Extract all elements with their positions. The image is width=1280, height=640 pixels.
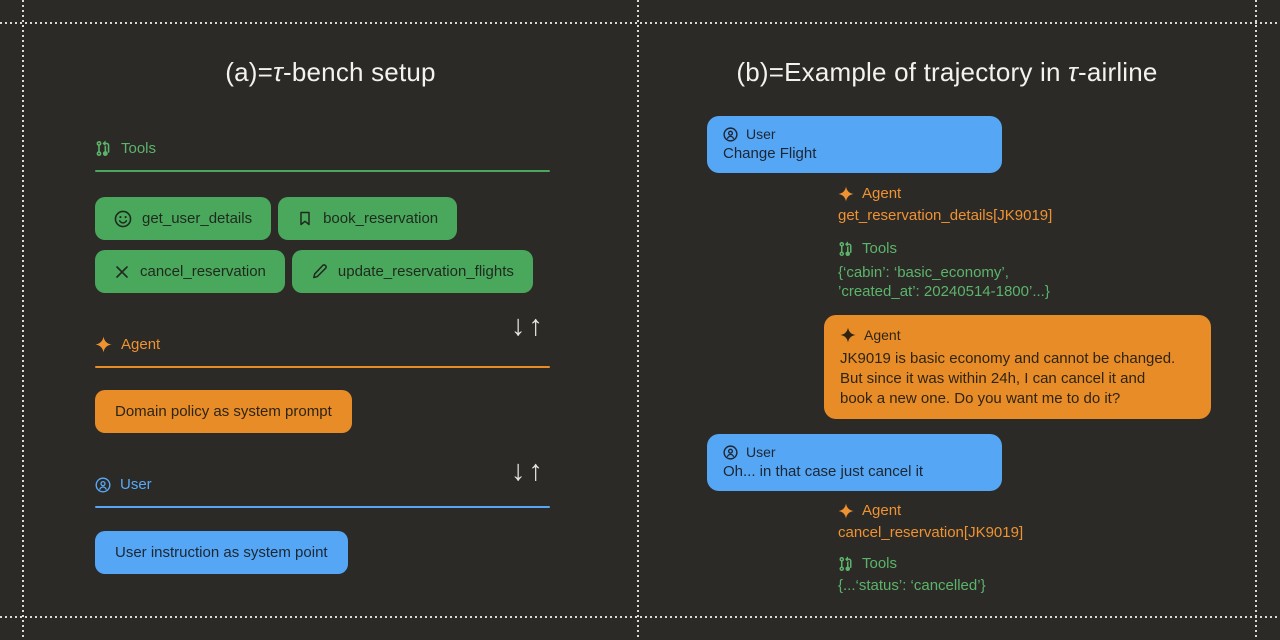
step-header: Agent bbox=[838, 185, 1052, 202]
sparkle-icon bbox=[838, 186, 854, 202]
x-icon bbox=[114, 264, 130, 280]
agent-section-label: Agent bbox=[121, 336, 161, 353]
user-icon bbox=[95, 476, 111, 493]
step-role-label: Agent bbox=[862, 502, 902, 519]
bubble-text-line: book a new one. Do you want me to do it? bbox=[840, 390, 1121, 407]
tool-button-cancel-reservation: cancel_reservation bbox=[95, 250, 285, 293]
bubble-role-label: Agent bbox=[864, 327, 901, 343]
tools-section-label: Tools bbox=[121, 140, 157, 157]
bubble-text-line: But since it was within 24h, I can cance… bbox=[840, 370, 1146, 387]
step-header: Tools bbox=[838, 555, 986, 572]
grid-line-vertical-right bbox=[1255, 0, 1257, 640]
step-header: Tools bbox=[838, 240, 1050, 257]
panel-a-title-suffix: -bench setup bbox=[282, 57, 436, 87]
tools-result-line: ’created_at’: 20240514-1800’...} bbox=[838, 283, 1050, 300]
user-icon bbox=[723, 126, 738, 142]
agent-call-code: cancel_reservation[JK9019] bbox=[838, 524, 1024, 541]
bubble-role-label: User bbox=[746, 126, 776, 142]
bubble-role-label: User bbox=[746, 444, 776, 460]
user-instruction-card: User instruction as system point bbox=[95, 531, 348, 574]
smiley-icon bbox=[114, 210, 132, 228]
tools-icon bbox=[838, 556, 854, 572]
panel-a-title-tau: τ bbox=[273, 57, 283, 87]
bubble-text: Oh... in that case just cancel it bbox=[723, 463, 924, 480]
grid-line-horizontal-bottom bbox=[0, 616, 1280, 618]
user-section-divider bbox=[95, 506, 550, 508]
bubble-header: User bbox=[723, 444, 986, 460]
bubble-text-line: JK9019 is basic economy and cannot be ch… bbox=[840, 350, 1176, 367]
tool-button-get-user-details: get_user_details bbox=[95, 197, 272, 240]
pencil-icon bbox=[311, 263, 328, 280]
user-message-bubble: User Oh... in that case just cancel it bbox=[707, 434, 1002, 491]
agent-call-step: Agent cancel_reservation[JK9019] bbox=[838, 502, 1023, 541]
user-icon bbox=[723, 444, 738, 460]
tools-result-code: {‘cabin’: ‘basic_economy’, ’created_at’:… bbox=[838, 263, 1050, 301]
step-role-label: Tools bbox=[862, 555, 898, 572]
tools-result-step: Tools {‘cabin’: ‘basic_economy’, ’create… bbox=[838, 240, 1050, 301]
bubble-text: Change Flight bbox=[723, 145, 817, 162]
user-section-header: User bbox=[95, 476, 152, 493]
agent-call-step: Agent get_reservation_details[JK9019] bbox=[838, 185, 1052, 224]
sparkle-icon bbox=[840, 327, 856, 343]
tools-icon bbox=[95, 140, 112, 157]
tool-buttons: get_user_details book_reservation cancel… bbox=[95, 197, 557, 293]
grid-line-horizontal-top bbox=[0, 22, 1280, 24]
panel-b-title-prefix: (b)=Example of trajectory in bbox=[736, 57, 1069, 87]
sparkle-icon bbox=[95, 336, 112, 353]
agent-message-bubble: Agent JK9019 is basic economy and cannot… bbox=[824, 315, 1211, 419]
panel-b-title-suffix: -airline bbox=[1077, 57, 1158, 87]
agent-section-divider bbox=[95, 366, 550, 368]
bookmark-icon bbox=[297, 210, 313, 227]
sparkle-icon bbox=[838, 503, 854, 519]
tools-section-divider bbox=[95, 170, 550, 172]
agent-call-code: get_reservation_details[JK9019] bbox=[838, 207, 1053, 224]
tool-button-book-reservation: book_reservation bbox=[278, 197, 458, 240]
tool-button-label: get_user_details bbox=[142, 210, 253, 227]
step-role-label: Tools bbox=[862, 240, 898, 257]
domain-policy-card: Domain policy as system prompt bbox=[95, 390, 352, 433]
panel-b-title: (b)=Example of trajectory in τ-airline bbox=[638, 57, 1256, 88]
exchange-arrows-icon: ↓↑ bbox=[511, 310, 546, 342]
exchange-arrows-icon: ↓↑ bbox=[511, 455, 546, 487]
tools-result-step: Tools {...‘status’: ‘cancelled’} bbox=[838, 555, 986, 594]
bubble-header: User bbox=[723, 126, 986, 142]
tool-button-label: book_reservation bbox=[323, 210, 439, 227]
panel-b-title-tau: τ bbox=[1068, 57, 1078, 87]
tools-result-code: {...‘status’: ‘cancelled’} bbox=[838, 577, 986, 594]
panel-a-title-prefix: (a)= bbox=[225, 57, 274, 87]
step-header: Agent bbox=[838, 502, 1023, 519]
user-section-label: User bbox=[120, 476, 152, 493]
step-role-label: Agent bbox=[862, 185, 902, 202]
tool-button-label: update_reservation_flights bbox=[337, 263, 514, 280]
tools-result-line: {‘cabin’: ‘basic_economy’, bbox=[838, 264, 1009, 281]
grid-line-vertical-left bbox=[22, 0, 24, 640]
bubble-header: Agent bbox=[840, 327, 1195, 343]
tools-section-header: Tools bbox=[95, 140, 156, 157]
user-message-bubble: User Change Flight bbox=[707, 116, 1002, 173]
tool-button-update-reservation-flights: update_reservation_flights bbox=[291, 250, 533, 293]
tool-button-label: cancel_reservation bbox=[140, 263, 266, 280]
agent-section-header: Agent bbox=[95, 336, 160, 353]
panel-a-title: (a)=τ-bench setup bbox=[23, 57, 638, 88]
tools-icon bbox=[838, 241, 854, 257]
grid-line-vertical-middle bbox=[637, 0, 639, 640]
